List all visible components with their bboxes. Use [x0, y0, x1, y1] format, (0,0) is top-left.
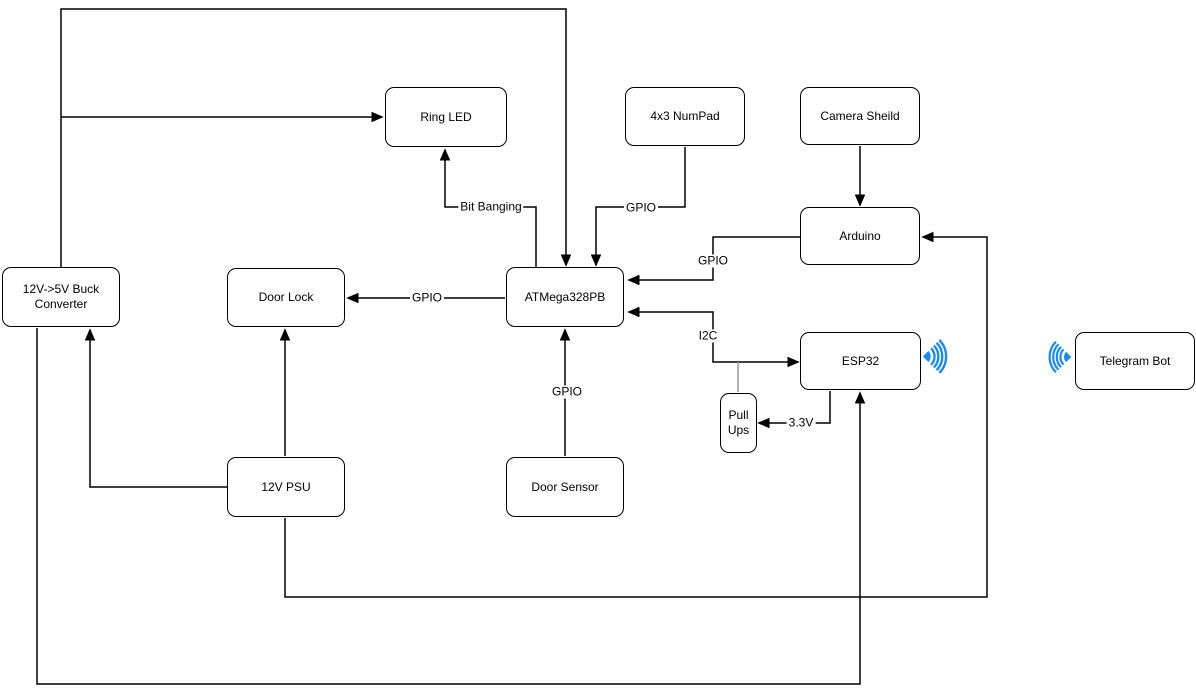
edge-buck-top-loop-to-atmega [60, 8, 566, 267]
node-label-telegram-bot: Telegram Bot [1099, 353, 1171, 368]
node-label-arduino: Arduino [839, 228, 881, 243]
node-door-sensor: Door Sensor [506, 457, 624, 517]
node-numpad: 4x3 NumPad [625, 87, 745, 146]
node-arduino: Arduino [800, 207, 920, 265]
node-telegram-bot: Telegram Bot [1075, 332, 1195, 390]
node-pull-ups: Pull Ups [720, 393, 757, 453]
node-atmega328pb: ATMega328PB [506, 267, 624, 327]
edge-esp32-to-pull-ups [759, 391, 831, 423]
node-camera-shield: Camera Sheild [800, 87, 920, 145]
node-label-buck-converter: 12V->5V Buck Converter [22, 282, 100, 311]
node-label-numpad: 4x3 NumPad [650, 109, 720, 123]
node-psu: 12V PSU [227, 457, 345, 517]
edge-label-bit-banging: Bit Banging [458, 199, 524, 214]
edge-buck-to-esp32 [36, 328, 860, 685]
edge-psu-to-arduino [284, 237, 988, 598]
node-label-psu: 12V PSU [261, 479, 311, 494]
node-label-camera-shield: Camera Sheild [820, 108, 900, 123]
edge-label-gpio-arduino: GPIO [695, 253, 731, 268]
edge-label-v33: 3.3V [786, 415, 816, 430]
edge-label-i2c: I2C [696, 328, 720, 343]
node-label-ring-led: Ring LED [420, 109, 472, 124]
edge-label-gpio-door-lock: GPIO [409, 290, 445, 305]
node-label-esp32: ESP32 [841, 353, 880, 368]
node-label-door-sensor: Door Sensor [531, 479, 599, 494]
node-label-pull-ups: Pull Ups [727, 408, 750, 437]
node-label-atmega328pb: ATMega328PB [524, 289, 606, 304]
wifi-esp32-icon [922, 339, 948, 374]
edge-psu-to-buck [90, 330, 227, 488]
node-esp32: ESP32 [800, 332, 921, 390]
edge-label-gpio-numpad: GPIO [623, 200, 659, 215]
node-ring-led: Ring LED [385, 87, 507, 147]
wifi-telegram-icon [1048, 340, 1072, 374]
node-label-door-lock: Door Lock [258, 290, 314, 304]
edge-label-gpio-door-sensor: GPIO [549, 384, 585, 399]
node-door-lock: Door Lock [227, 268, 345, 327]
node-buck-converter: 12V->5V Buck Converter [2, 267, 120, 327]
